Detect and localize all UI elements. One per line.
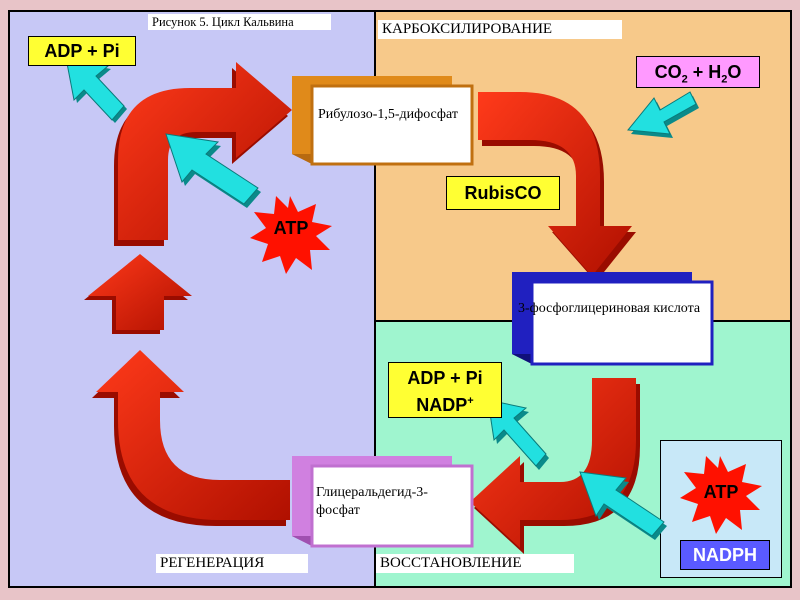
gap-box (292, 456, 474, 548)
ribulose-label: Рибулозо-1,5-дифосфат (318, 107, 458, 122)
nadph-label: NADPH (680, 540, 770, 570)
pga-box (512, 272, 714, 366)
atp-label-top: ATP (273, 218, 309, 238)
cyan-arrow-adp-out-top (65, 57, 127, 123)
arrow-gap-to-regen (92, 350, 290, 526)
section-label-carboxylation: КАРБОКСИЛИРОВАНИЕ (378, 20, 622, 40)
adp-pi-label-bottom: ADP + Pi (407, 368, 483, 388)
cyan-arrow-atp-in-top (165, 133, 261, 208)
nadp-plus-label: NADP+ (416, 395, 474, 415)
arrow-regen-up (84, 254, 192, 334)
pga-label: 3-фосфоглицериновая кислота (518, 301, 701, 316)
cyan-arrow-adp-out-bottom (487, 399, 549, 470)
ribulose-box (292, 76, 474, 166)
arrow-ribulose-to-pga (478, 92, 636, 282)
section-label-regeneration: РЕГЕНЕРАЦИЯ (156, 554, 308, 574)
atp-star-top (250, 196, 332, 274)
co2-h2o-label: CO2 + H2O (636, 56, 760, 88)
adp-pi-label-top: ADP + Pi (28, 36, 136, 66)
arrow-regen-to-ribulose (114, 62, 292, 246)
adp-nadp-label: ADP + Pi NADP+ (388, 362, 502, 418)
atp-star-bottom (680, 456, 762, 534)
cyan-arrow-nadph-in (579, 471, 667, 540)
atp-label-bottom: ATP (703, 482, 739, 502)
cyan-arrow-co2-in (627, 91, 699, 138)
gap-label: Глицеральдегид-3-фосфат (316, 485, 428, 519)
rubisco-label: RubisCO (446, 176, 560, 210)
figure-title: Рисунок 5. Цикл Кальвина (148, 14, 331, 31)
section-label-reduction: ВОССТАНОВЛЕНИЕ (376, 554, 574, 574)
